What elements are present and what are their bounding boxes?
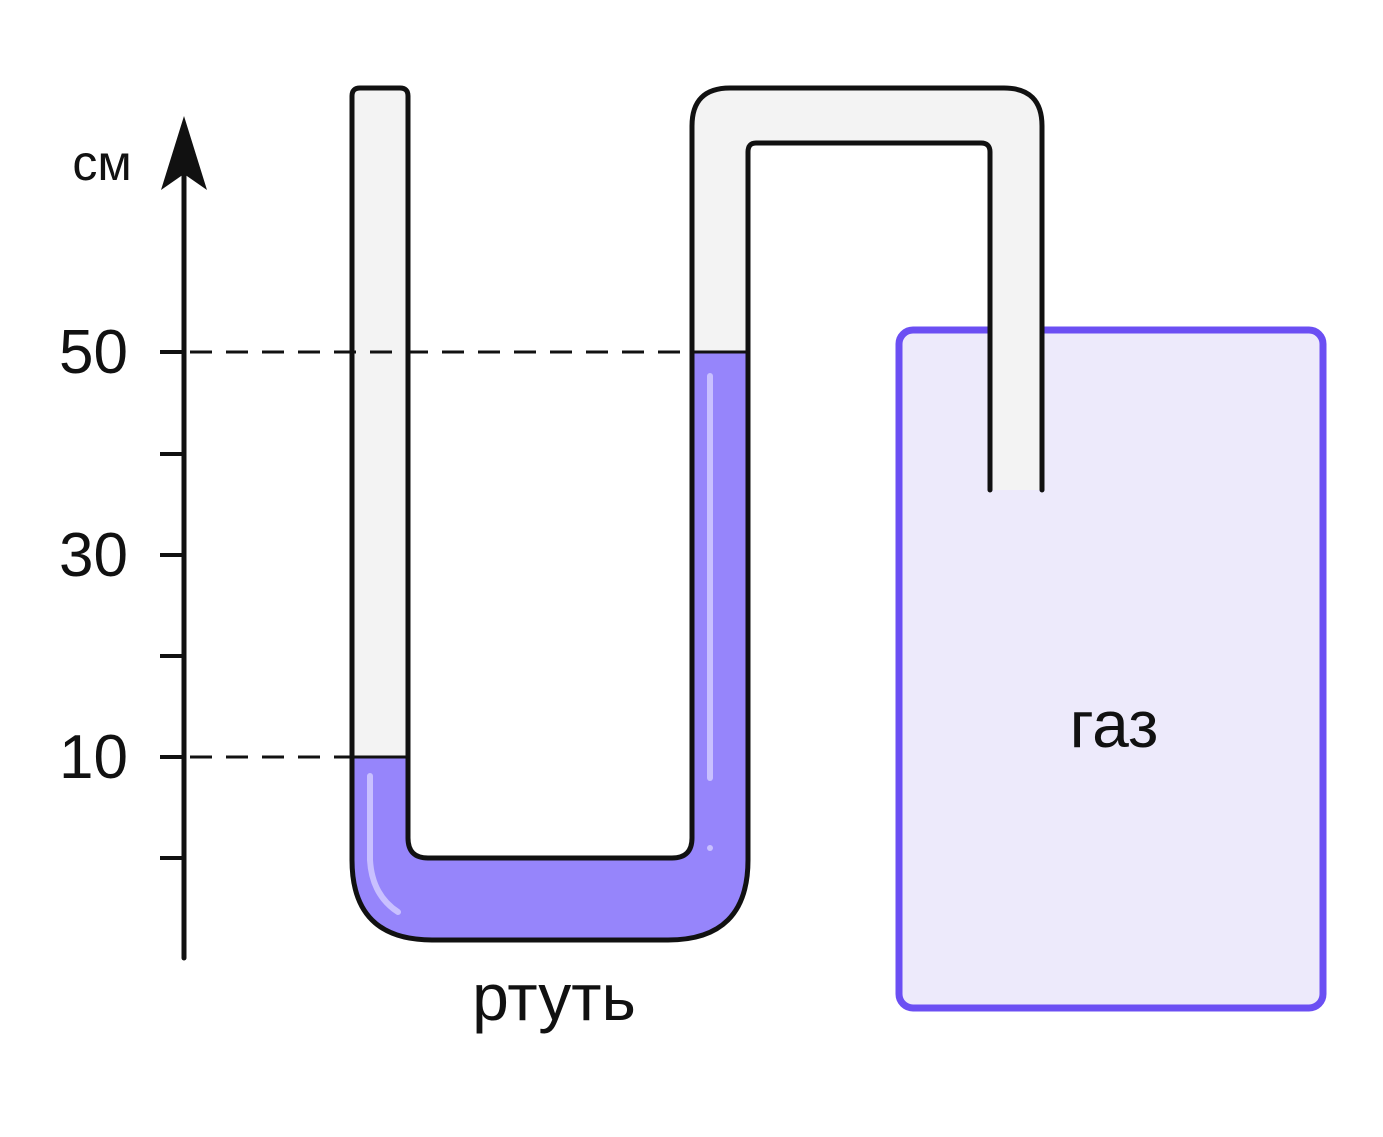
axis-ticks <box>160 350 184 860</box>
tick-label-50: 50 <box>59 318 128 387</box>
connecting-tube-outline <box>689 85 1045 493</box>
axis-unit-label: см <box>72 135 131 191</box>
gas-vessel <box>895 326 1327 1012</box>
mercury-highlight-dot <box>707 845 713 851</box>
connecting-tube-inner-outline <box>745 140 993 493</box>
mercury-highlight-left <box>367 773 401 915</box>
u-tube <box>352 88 748 940</box>
tick-label-30: 30 <box>59 521 128 590</box>
axis-arrow-icon <box>161 116 207 190</box>
mercury-label: ртуть <box>472 960 636 1034</box>
u-tube-outer-outline <box>349 85 695 861</box>
gas-label: газ <box>1070 687 1159 761</box>
connecting-tube <box>692 88 1042 490</box>
u-tube-bottom-outline <box>349 96 751 943</box>
tick-label-10: 10 <box>59 723 128 792</box>
